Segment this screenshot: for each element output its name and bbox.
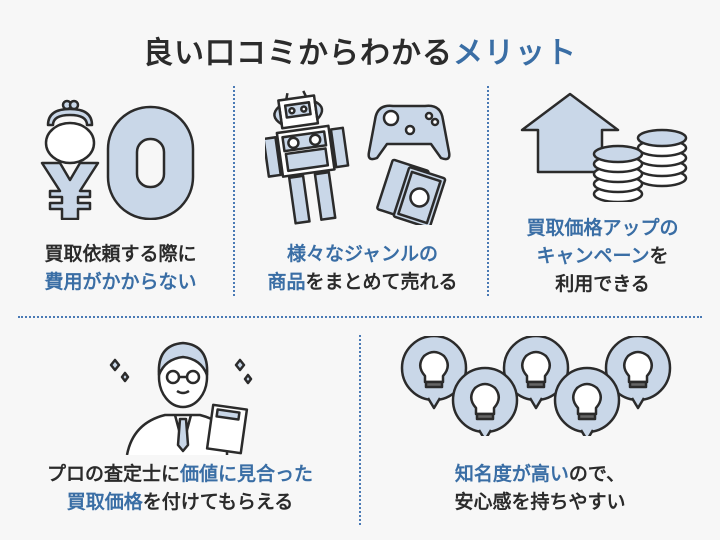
merit-caption-5: 知名度が高いので、 安心感を持ちやすい (454, 463, 626, 513)
merit-caption-1: 買取依頼する際に 費用がかからない (44, 243, 197, 293)
divider-vertical-2 (487, 86, 489, 296)
lightbulb-bubbles-icon (398, 336, 678, 436)
divider-vertical-1 (233, 86, 235, 296)
robot-controller-cards-icon (265, 90, 465, 225)
divider-horizontal (18, 316, 702, 318)
title-main: 良い口コミからわかる (143, 36, 453, 71)
page-title: 良い口コミからわかるメリット (0, 28, 720, 72)
merit-caption-3: 買取価格アップの キャンペーンを 利用できる (526, 217, 679, 295)
title-accent: メリット (453, 36, 577, 71)
arrow-coins-icon (520, 92, 690, 202)
wallet-yen-zero-icon (40, 95, 200, 220)
appraiser-calculator-icon (105, 335, 260, 455)
divider-vertical-3 (359, 335, 361, 525)
merit-caption-4: プロの査定士に価値に見合った 買取価格を付けてもらえる (46, 463, 314, 513)
merit-caption-2: 様々なジャンルの 商品をまとめて売れる (267, 243, 458, 293)
